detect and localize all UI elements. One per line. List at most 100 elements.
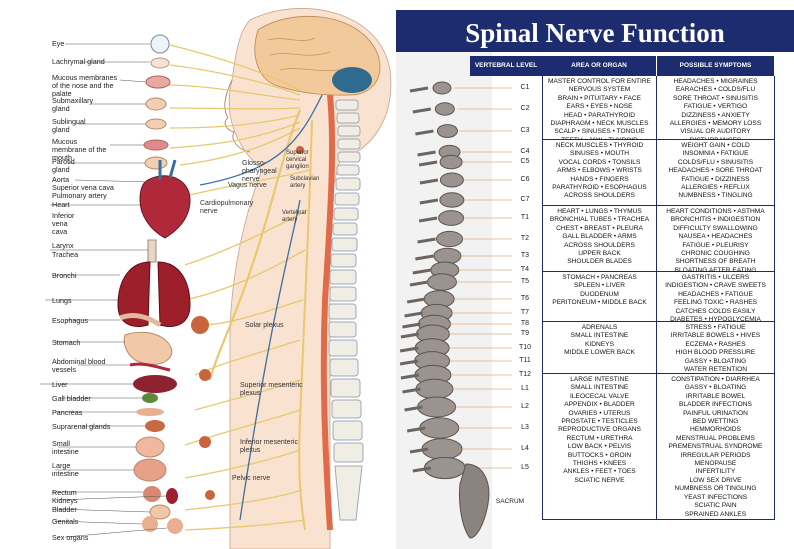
symptoms-cell: WEIGHT GAIN • COLD INSOMNIA • FATIGUE CO…	[657, 140, 774, 206]
spinous-process	[419, 178, 439, 185]
spine-vertebrae	[399, 81, 512, 539]
esophagus-organ	[119, 313, 162, 328]
vertebral-level-c4: C4	[520, 148, 530, 155]
label-svc: Superior vena cava	[52, 183, 114, 192]
label-bladder: Bladder	[52, 505, 77, 514]
label-inf-mesenteric: Inferior mesenteric plexus	[240, 439, 298, 454]
label-larynx: Larynx	[52, 241, 74, 250]
spinal-cord	[320, 94, 336, 531]
label-parotid: Parotid gland	[52, 157, 75, 174]
label-pancreas: Pancreas	[52, 408, 83, 417]
symptoms-cell: GASTRITIS • ULCERS INDIGESTION • CRAVE S…	[657, 272, 774, 323]
vessel-lines	[199, 94, 323, 521]
vertebral-level-t12: T12	[518, 371, 532, 378]
vertebral-level-c1: C1	[520, 84, 530, 91]
spinous-process	[412, 466, 432, 473]
label-liver: Liver	[52, 380, 68, 389]
abdominal-vessels	[129, 362, 171, 372]
label-pelvic: Pelvic nerve	[232, 475, 271, 482]
stomach-organ	[123, 331, 173, 365]
spinous-process	[417, 150, 436, 157]
vertebra	[436, 230, 464, 248]
vertebral-column	[328, 99, 364, 521]
spinous-process	[399, 359, 419, 366]
column-divider-2	[656, 76, 657, 520]
label-subclavian: Subclavian artery	[290, 176, 320, 189]
label-heart: Heart	[52, 200, 70, 209]
eye-organ	[150, 34, 170, 54]
suprarenal-organ	[145, 420, 165, 432]
submaxillary-organ	[145, 97, 167, 111]
spinous-process	[419, 198, 439, 205]
spinous-process	[400, 332, 420, 339]
label-solar: Solar plexus	[245, 322, 284, 329]
nerve-branches	[164, 44, 311, 531]
label-bronchi: Bronchi	[52, 271, 77, 280]
inf-mesenteric-node	[199, 436, 211, 448]
label-mucous-nose: Mucous membranes of the nose and the pal…	[52, 73, 118, 98]
vertebral-level-c3: C3	[520, 127, 530, 134]
area-cell: STOMACH • PANCREAS SPLEEN • LIVER DUODEN…	[543, 272, 656, 322]
spinous-process	[409, 280, 429, 287]
chart-title: Spinal Nerve Function	[465, 18, 725, 48]
vertebra	[439, 192, 465, 208]
column-divider-1	[542, 76, 543, 520]
spinous-process	[399, 346, 419, 353]
area-cell: LARGE INTESTINE SMALL INTESTINE ILEOCECA…	[543, 374, 656, 520]
label-lachrymal: Lachrymal gland	[52, 57, 105, 66]
spinous-process	[404, 311, 423, 318]
sacrum-bone	[459, 463, 490, 539]
header-area: AREA OR ORGAN	[542, 56, 656, 76]
spinous-process	[404, 405, 423, 412]
vertebral-level-l3: L3	[521, 424, 529, 431]
vertebral-level-c5: C5	[520, 158, 530, 165]
area-cell: NECK MUSCLES • THYROID SINUSES • MOUTH V…	[543, 140, 656, 206]
vertebral-level-t11: T11	[519, 357, 531, 364]
label-large-intestine: Large intestine	[52, 461, 79, 478]
label-small-intestine: Small intestine	[52, 439, 79, 456]
sublingual-organ	[145, 118, 167, 130]
spinous-process	[400, 373, 420, 380]
trachea-organ	[147, 239, 157, 263]
symptoms-cell: HEADACHES • MIGRAINES EARACHES • COLDS/F…	[657, 76, 774, 144]
leader-lines	[40, 43, 168, 538]
vertebral-level-t7: T7	[520, 309, 530, 316]
vertebra	[439, 154, 463, 170]
spinous-process	[412, 107, 432, 114]
vertebral-level-t2: T2	[520, 235, 530, 242]
spine-image	[396, 52, 540, 549]
label-lungs: Lungs	[52, 296, 72, 305]
vertebral-level-t4: T4	[520, 266, 530, 273]
spinous-process	[415, 254, 434, 261]
genitals-organ	[142, 516, 158, 532]
symptoms-cell: HEART CONDITIONS • ASTHMA BRONCHITIS • I…	[657, 206, 774, 274]
nervous-system-illustration: Eye Lachrymal gland Mucous membranes of …	[0, 0, 396, 549]
rectum-organ	[143, 486, 161, 502]
vertebra	[438, 210, 465, 226]
symptoms-cell: CONSTIPATION • DIARRHEA GASSY • BLOATING…	[657, 374, 774, 520]
label-eye: Eye	[52, 39, 65, 48]
label-aorta: Aorta	[52, 175, 70, 184]
label-sup-mesenteric: Superior mesenteric plexus	[240, 382, 303, 397]
area-cell: HEART • LUNGS • THYMUS BRONCHIAL TUBES •…	[543, 206, 656, 272]
vertebral-level-t6: T6	[520, 295, 530, 302]
column-divider-3	[774, 76, 775, 520]
heart-organ	[139, 175, 191, 239]
spinous-process	[412, 268, 432, 275]
mouth-organ	[143, 139, 169, 151]
parotid-organ	[144, 156, 168, 170]
label-trachea: Trachea	[52, 250, 79, 259]
superior-cervical-node	[296, 146, 304, 154]
vertebral-level-c7: C7	[520, 196, 530, 203]
lung-left	[117, 261, 151, 327]
label-vagus: Vagus nerve	[228, 182, 267, 189]
label-cardiopulmonary: Cardiopulmonary nerve	[200, 200, 254, 215]
pancreas-organ	[136, 408, 164, 416]
vertebral-level-sacrum: SACRUM	[495, 498, 525, 505]
spinous-process	[402, 322, 421, 329]
vertebra	[434, 102, 455, 116]
label-gallbladder: Gall bladder	[52, 394, 91, 403]
label-esophagus: Esophagus	[52, 316, 88, 325]
symptoms-cell: STRESS • FATIGUE IRRITABLE BOWELS • HIVE…	[657, 322, 774, 374]
vertebral-level-l1: L1	[521, 385, 529, 392]
